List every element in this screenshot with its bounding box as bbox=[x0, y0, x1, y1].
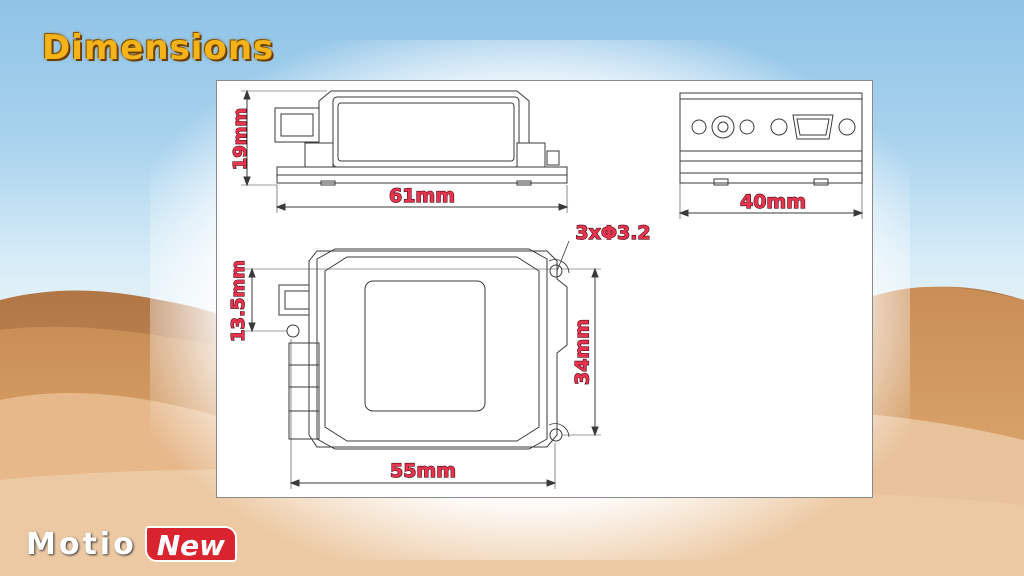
dimension-drawing-panel: 19mm 61mm 40mm 3xΦ3.2 13.5mm 34mm 55mm bbox=[216, 80, 873, 498]
hole-offset-dimension-label: 13.5mm bbox=[228, 260, 249, 342]
side-view bbox=[274, 90, 568, 186]
length-dimension-line bbox=[275, 185, 569, 213]
top-view bbox=[278, 248, 570, 450]
width-dimension-line bbox=[678, 183, 864, 219]
length-dimension-label: 61mm bbox=[389, 185, 455, 207]
height-dimension-line bbox=[241, 89, 327, 187]
depth-dimension-line bbox=[562, 267, 601, 437]
body-length-dimension-line bbox=[289, 339, 557, 489]
width-dimension-label: 40mm bbox=[740, 191, 806, 213]
hole-offset-dimension-line bbox=[245, 267, 557, 333]
height-dimension-label: 19mm bbox=[230, 108, 251, 171]
brand-logo-accent: New bbox=[144, 526, 237, 562]
brand-logo: Motio New bbox=[26, 524, 237, 564]
technical-drawing: 19mm 61mm 40mm 3xΦ3.2 13.5mm 34mm 55mm bbox=[227, 89, 864, 489]
front-view bbox=[679, 92, 863, 186]
brand-logo-main: Motio bbox=[26, 526, 137, 562]
holes-dimension-label: 3xΦ3.2 bbox=[575, 222, 650, 244]
depth-dimension-label: 34mm bbox=[572, 319, 594, 385]
body-length-dimension-label: 55mm bbox=[390, 460, 456, 482]
holes-leader-line bbox=[556, 240, 570, 272]
page-title: Dimensions bbox=[42, 28, 275, 68]
